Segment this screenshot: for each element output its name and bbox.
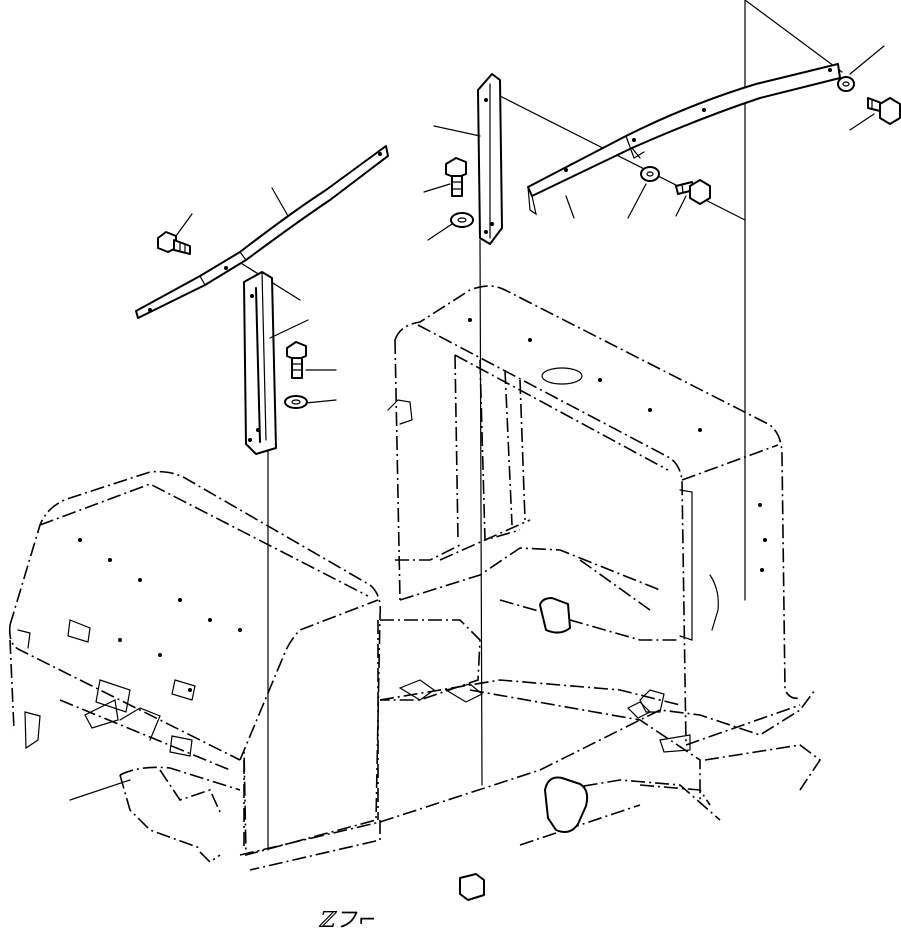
chassis-frame	[84, 619, 822, 901]
washer-left-bracket	[284, 395, 308, 409]
washer-right-end	[837, 76, 855, 92]
assembly-lines	[69, 0, 843, 851]
cab-frame-right	[387, 285, 801, 746]
bolt-right-end	[867, 97, 901, 125]
fender-tank-left	[8, 470, 382, 857]
bolt-left-bracket	[286, 341, 307, 379]
washer-right-rail	[640, 166, 660, 182]
leader-lines	[175, 45, 885, 404]
washer-center-bracket	[450, 212, 474, 228]
bolt-left-rail	[157, 231, 191, 255]
left-rail	[135, 145, 389, 319]
left-vertical-bracket	[243, 271, 277, 455]
bolt-right-rail	[675, 179, 711, 205]
scrawl-mark: ℤフ⌐	[318, 908, 378, 933]
center-vertical-bracket	[477, 73, 503, 245]
bolt-center-bracket	[445, 157, 467, 197]
right-rail	[527, 63, 841, 216]
